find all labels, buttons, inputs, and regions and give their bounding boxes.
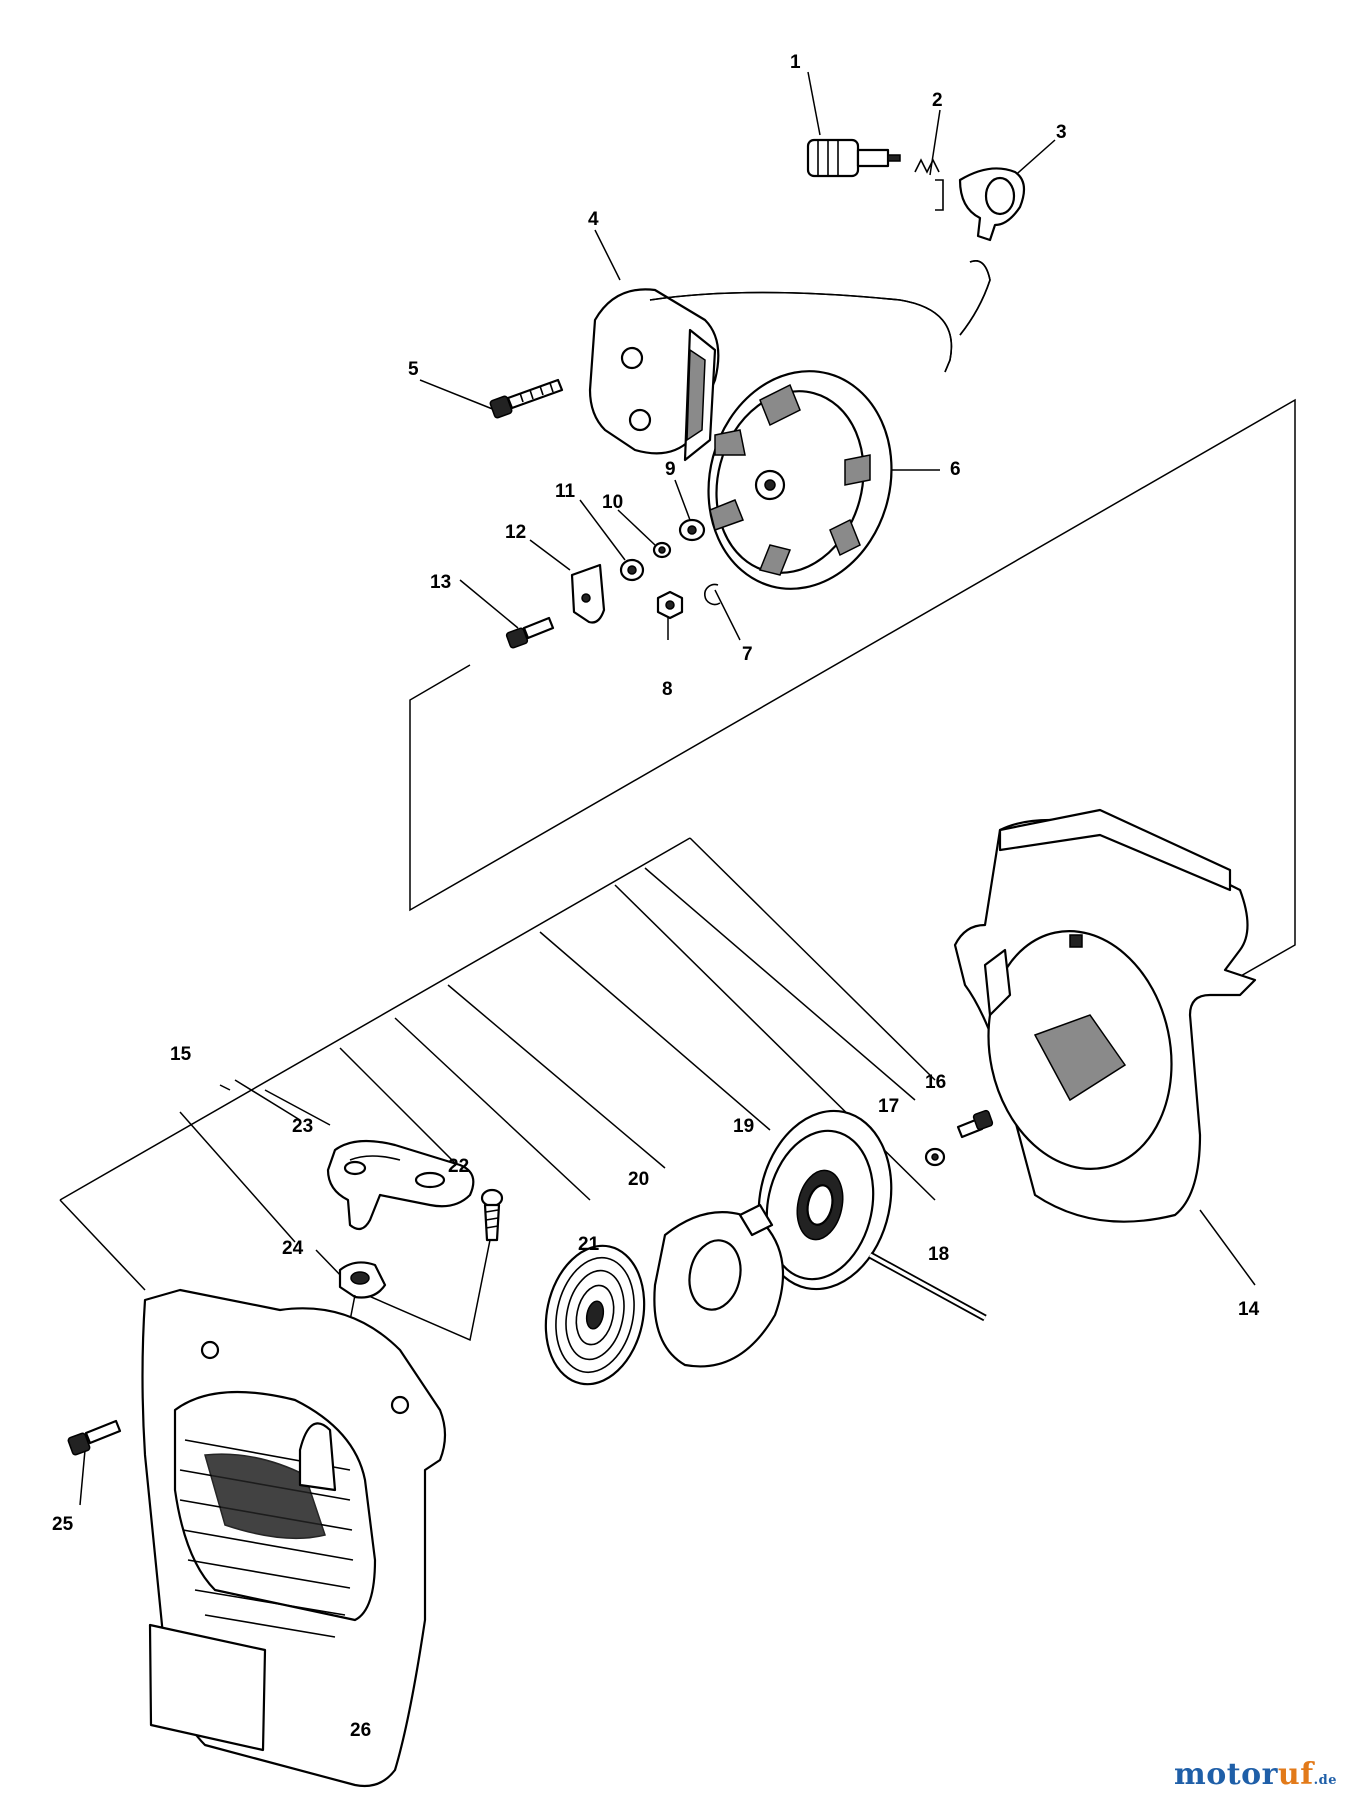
callout-6: 6 bbox=[950, 459, 961, 480]
watermark-part1: motor bbox=[1173, 1757, 1278, 1792]
bolt-5-icon bbox=[489, 378, 564, 419]
callout-21: 21 bbox=[578, 1234, 600, 1255]
callout-16: 16 bbox=[925, 1072, 946, 1093]
bushing-24-icon bbox=[338, 1261, 387, 1299]
callout-8: 8 bbox=[662, 679, 673, 700]
ignition-coil-icon bbox=[588, 288, 953, 462]
callout-14: 14 bbox=[1238, 1299, 1260, 1320]
starter-pulley-icon bbox=[757, 1109, 893, 1291]
callout-4: 4 bbox=[588, 209, 599, 230]
watermark-logo: motoruf.de bbox=[1174, 1757, 1337, 1792]
callout-22: 22 bbox=[448, 1156, 469, 1177]
fan-housing-icon bbox=[953, 808, 1257, 1223]
starter-handle-icon bbox=[326, 1139, 475, 1231]
flywheel-icon bbox=[707, 370, 893, 590]
callout-25: 25 bbox=[52, 1514, 74, 1535]
key-9-icon bbox=[678, 518, 706, 542]
washer-17-icon bbox=[924, 1147, 946, 1167]
callout-17: 17 bbox=[878, 1096, 899, 1117]
bolt-13-icon bbox=[505, 616, 555, 649]
callout-15: 15 bbox=[170, 1044, 192, 1065]
washer-11-icon bbox=[619, 558, 645, 582]
callout-10: 10 bbox=[602, 492, 623, 513]
callout-18: 18 bbox=[928, 1244, 949, 1265]
spark-plug-icon bbox=[806, 138, 901, 178]
callout-26: 26 bbox=[350, 1720, 371, 1741]
callout-19: 19 bbox=[733, 1116, 754, 1137]
watermark-part2: uf bbox=[1277, 1757, 1314, 1792]
bolt-25-icon bbox=[67, 1419, 122, 1456]
callout-20: 20 bbox=[628, 1169, 649, 1190]
watermark-part3: .de bbox=[1313, 1773, 1337, 1788]
callout-1: 1 bbox=[790, 52, 801, 73]
callout-9: 9 bbox=[665, 459, 676, 480]
callout-labels: 1 2 3 4 5 6 7 8 9 10 11 12 13 14 15 16 1… bbox=[52, 52, 1260, 1741]
bracket-12-icon bbox=[570, 563, 606, 624]
callout-13: 13 bbox=[430, 572, 451, 593]
callout-24: 24 bbox=[282, 1238, 304, 1259]
callout-23: 23 bbox=[292, 1116, 313, 1137]
clip-7-icon bbox=[704, 583, 721, 606]
callout-7: 7 bbox=[742, 644, 753, 665]
plug-cap-icon bbox=[958, 167, 1026, 242]
recoil-spring-icon bbox=[544, 1244, 646, 1386]
spring-icon bbox=[914, 158, 944, 211]
nut-8-icon bbox=[656, 590, 684, 620]
callout-2: 2 bbox=[932, 90, 943, 111]
washer-10-icon bbox=[652, 541, 672, 559]
bolt-16-icon bbox=[956, 1109, 994, 1139]
spring-case-icon bbox=[653, 1203, 785, 1368]
callout-12: 12 bbox=[505, 522, 526, 543]
callout-5: 5 bbox=[408, 359, 419, 380]
starter-rope-icon bbox=[868, 1251, 987, 1322]
callout-11: 11 bbox=[555, 481, 576, 502]
screw-22-icon bbox=[480, 1188, 504, 1242]
label-decal-icon bbox=[148, 1623, 267, 1752]
callout-3: 3 bbox=[1056, 122, 1067, 143]
